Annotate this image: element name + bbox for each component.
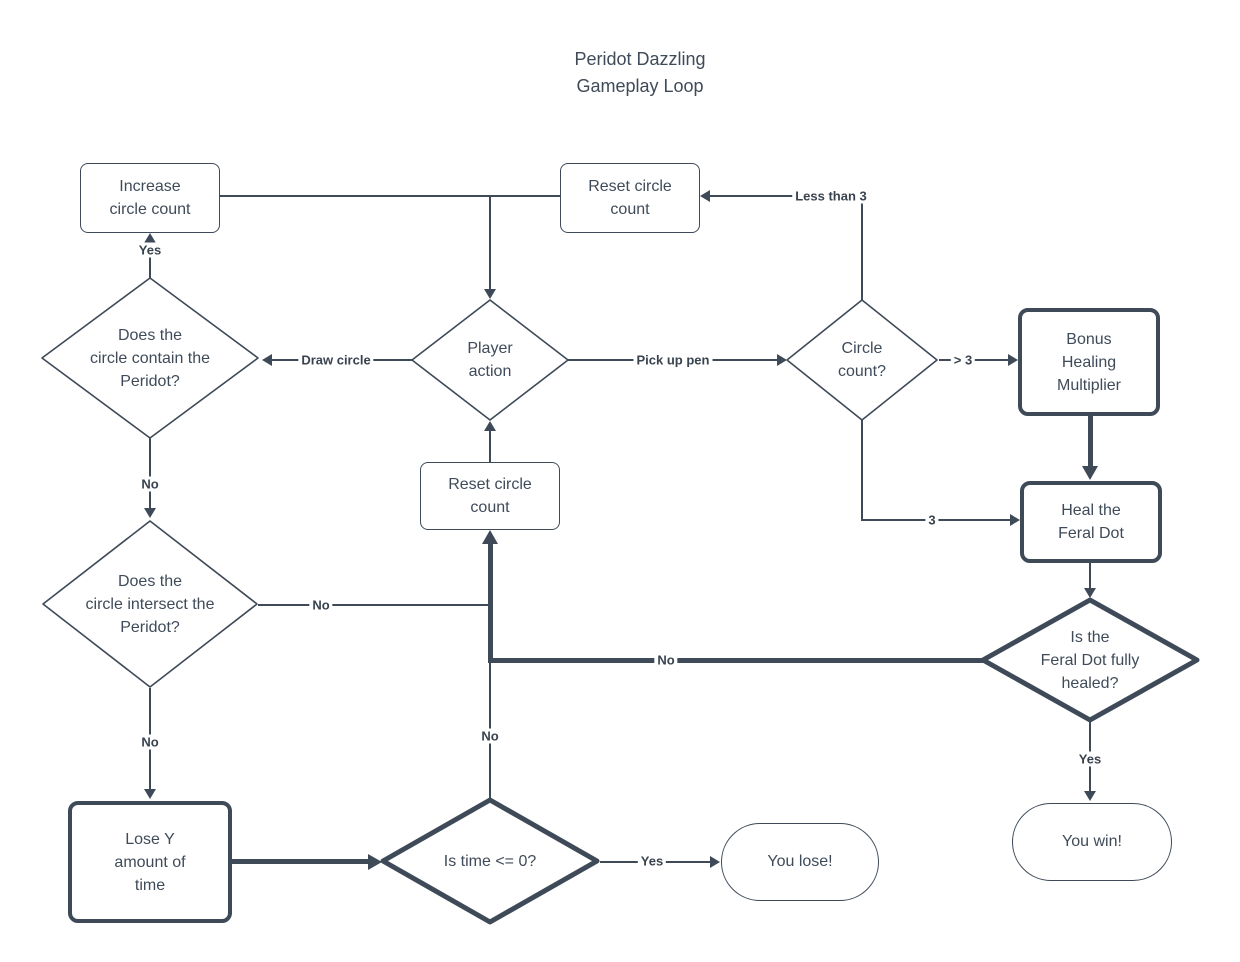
edge-label-no-feral: No	[654, 652, 678, 668]
node-player-action-diamond	[411, 299, 569, 421]
edge-feral-no-horizontal	[488, 658, 984, 663]
edge-heal-to-feral	[1089, 563, 1091, 588]
edge-intersect-no-right	[258, 604, 489, 606]
node-contain-diamond	[41, 277, 259, 439]
edge-label-draw-circle: Draw circle	[298, 352, 374, 368]
edge-reset-mid-to-player	[489, 431, 491, 462]
arrowhead-into-heal-top	[1082, 466, 1098, 480]
edge-label-no-intersect-right: No	[309, 597, 333, 613]
edge-feral-no-vertical	[488, 544, 493, 663]
edge-less-than-3-horizontal	[710, 195, 862, 197]
flowchart-title: Peridot Dazzling Gameplay Loop	[574, 49, 706, 96]
arrowhead-into-player-bottom	[484, 421, 496, 431]
edge-label-greater-than-3: > 3	[950, 352, 976, 368]
edge-label-less-than-3: Less than 3	[792, 188, 870, 204]
node-reset-circle-count-mid: Reset circle count	[420, 462, 560, 530]
edge-label-yes-feral: Yes	[1075, 751, 1105, 767]
node-bonus-healing-multiplier: Bonus Healing Multiplier	[1018, 308, 1160, 416]
edge-merge-to-player	[489, 195, 491, 289]
edge-lose-to-time	[232, 859, 368, 864]
arrowhead-into-lose-time	[144, 789, 156, 799]
node-reset-circle-count-top: Reset circle count	[560, 163, 700, 233]
edge-label-yes-contain: Yes	[135, 242, 165, 258]
arrowhead-into-player-top	[484, 289, 496, 299]
edge-bonus-to-heal	[1088, 416, 1093, 466]
node-intersect-diamond	[42, 520, 258, 688]
edge-exactly-3-vertical	[861, 420, 863, 520]
edge-label-exactly-3: 3	[925, 512, 939, 528]
edge-label-yes-time: Yes	[637, 853, 667, 869]
node-time-check-diamond	[380, 797, 600, 925]
edge-less-than-3-vertical	[861, 195, 863, 300]
arrowhead-into-reset-top	[700, 190, 710, 202]
arrowhead-into-increase	[144, 233, 156, 243]
node-you-win: You win!	[1012, 803, 1172, 881]
edge-contain-no	[149, 438, 151, 508]
arrowhead-into-you-lose	[710, 856, 720, 868]
arrowhead-into-intersect	[144, 508, 156, 518]
node-heal-feral-dot: Heal the Feral Dot	[1020, 481, 1162, 563]
edge-label-no-intersect-down: No	[138, 734, 162, 750]
arrowhead-into-feral	[1084, 588, 1096, 598]
arrowhead-into-circle-count	[777, 354, 787, 366]
edge-label-no-contain: No	[138, 476, 162, 492]
edge-top-merge-horizontal	[220, 195, 560, 197]
node-feral-healed-diamond	[980, 597, 1200, 723]
arrowhead-into-reset-mid	[482, 530, 498, 544]
node-circle-count-diamond	[786, 299, 938, 421]
arrowhead-into-bonus	[1008, 354, 1018, 366]
node-you-lose: You lose!	[721, 823, 879, 901]
node-increase-circle-count: Increase circle count	[80, 163, 220, 233]
node-lose-y-time: Lose Y amount of time	[68, 801, 232, 923]
edge-label-pick-up-pen: Pick up pen	[633, 352, 713, 368]
arrowhead-into-time-check	[368, 854, 382, 870]
arrowhead-into-you-win	[1084, 791, 1096, 801]
arrowhead-into-contain	[262, 354, 272, 366]
arrowhead-into-heal-left	[1010, 514, 1020, 526]
edge-label-no-time: No	[478, 728, 502, 744]
